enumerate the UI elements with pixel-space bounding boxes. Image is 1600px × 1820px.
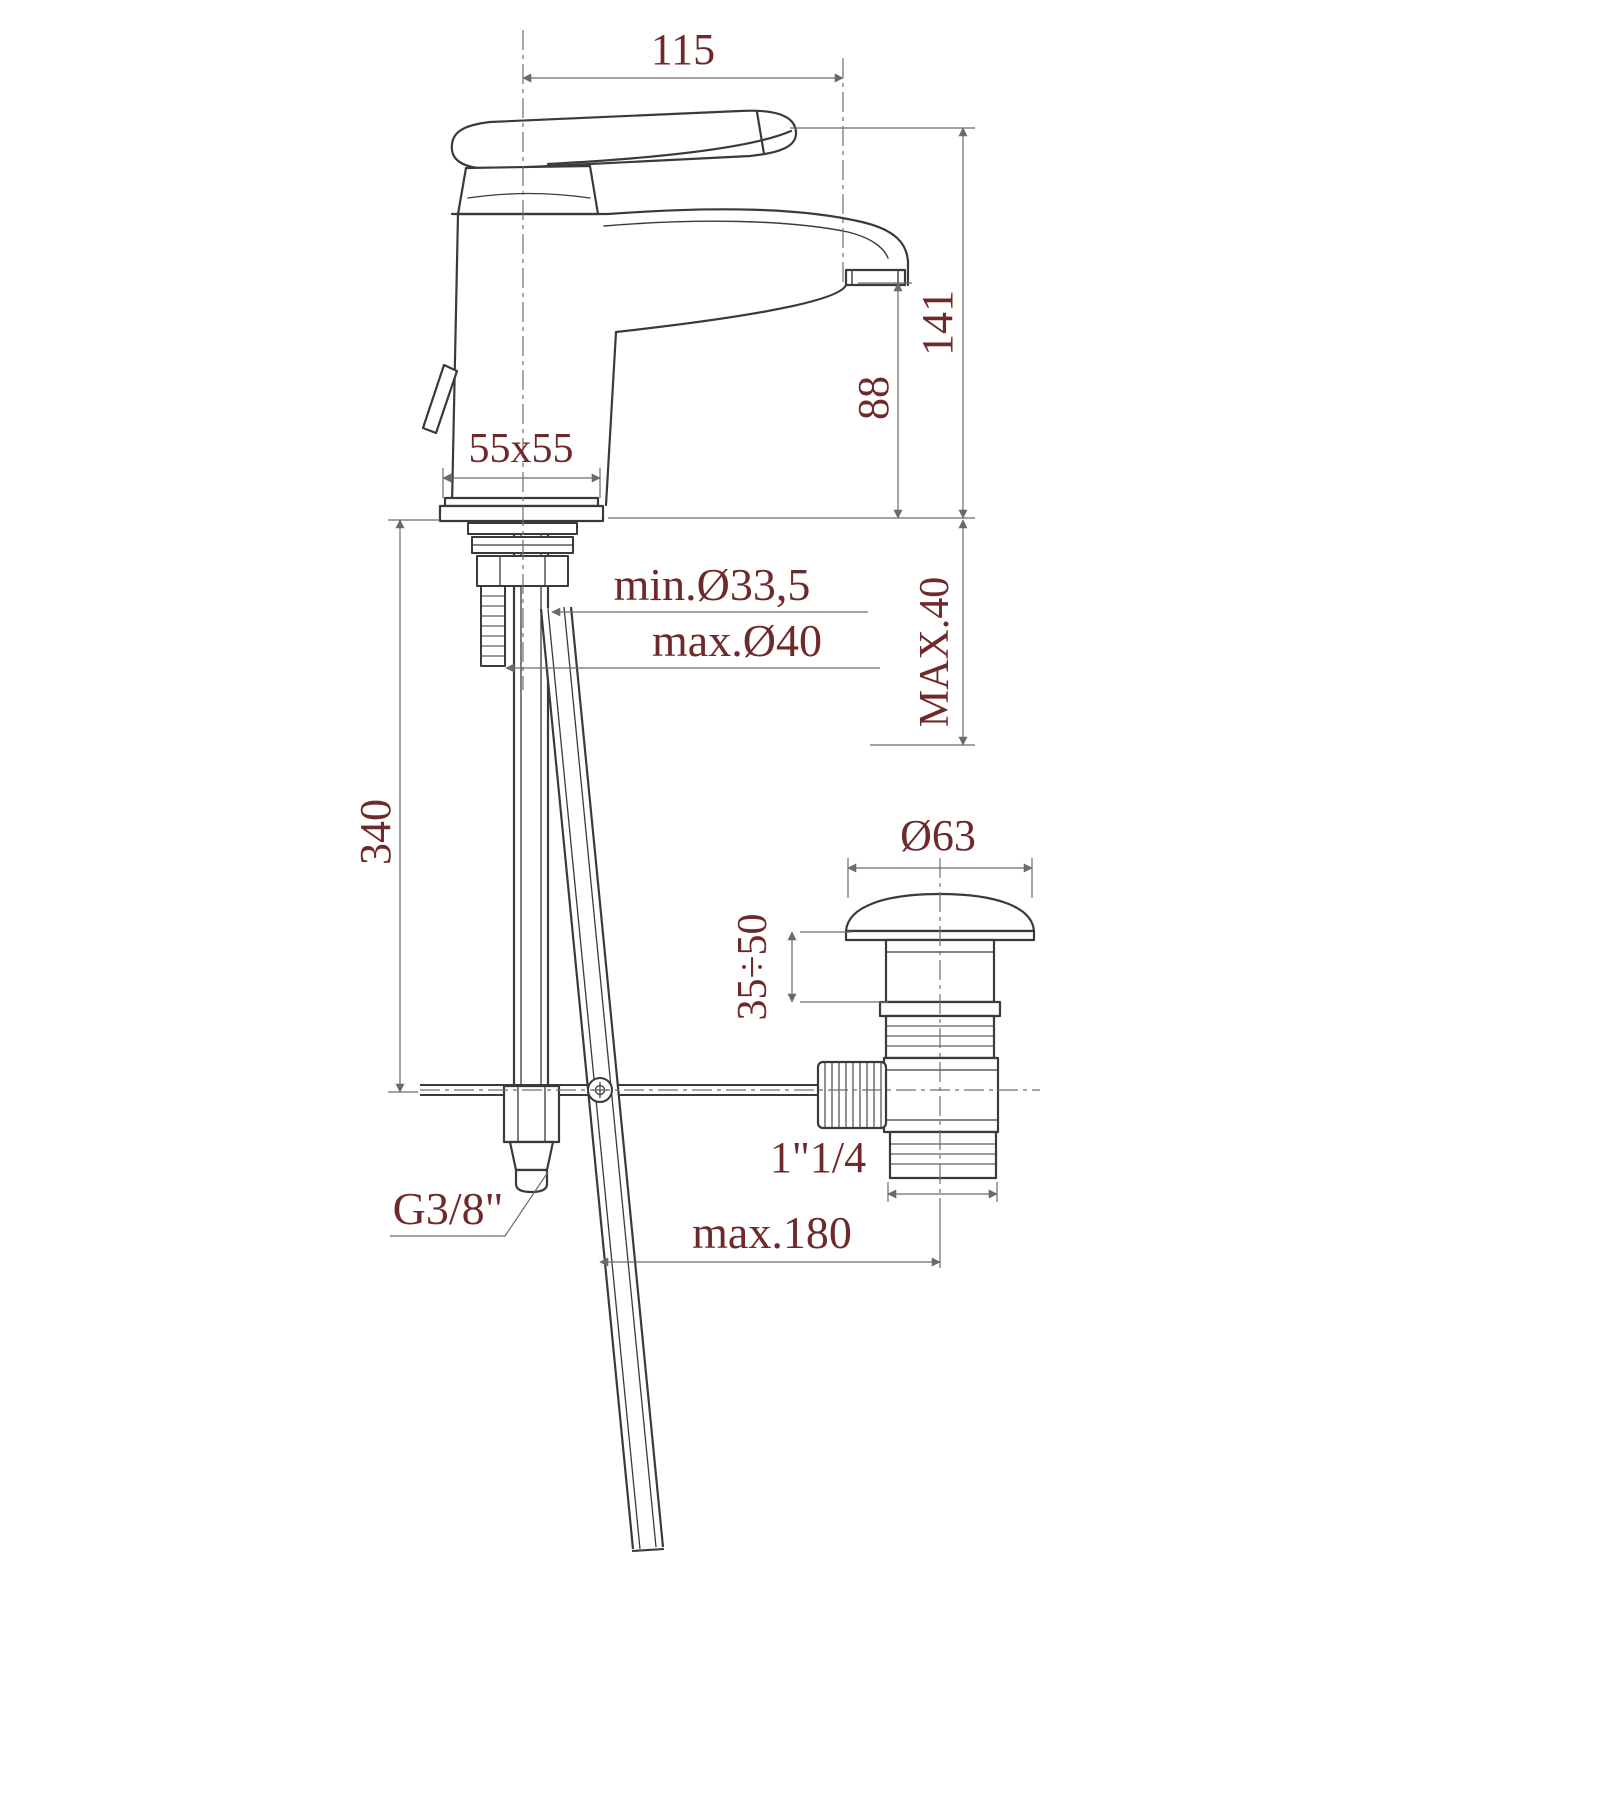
- dim-hole-min-label: min.Ø33,5: [614, 559, 811, 610]
- diagonal-hose-outer: [539, 606, 665, 1550]
- body-left-edge: [450, 212, 460, 507]
- ext-base-corners: [442, 468, 601, 498]
- rod-lines: [420, 1084, 830, 1096]
- stud-thread-lines: [481, 595, 505, 657]
- hose-connector-nut: [502, 1084, 561, 1194]
- pop-up-rod: [420, 1084, 830, 1096]
- dim-1-1-4-label: 1"1/4: [770, 1133, 866, 1182]
- knurl-lines: [824, 1063, 882, 1127]
- dim-d63-label: Ø63: [900, 811, 976, 860]
- faucet-handle: [450, 109, 798, 170]
- cartridge-ring-line: [467, 192, 591, 199]
- connector-facets: [517, 1086, 546, 1142]
- dim-141-label: 141: [913, 290, 962, 356]
- waste-tailpiece: [888, 1130, 998, 1180]
- diagonal-hose-end-cap: [631, 1548, 665, 1552]
- spout-under-edge: [614, 283, 848, 334]
- tailpiece-thread-lines: [890, 1143, 996, 1165]
- waste-main-body: [882, 1056, 1000, 1134]
- dimension-lines: [388, 73, 1033, 1268]
- faucet-body-fill: [452, 209, 908, 506]
- faucet: [421, 109, 910, 523]
- dim-max40-label: MAX.40: [912, 577, 958, 728]
- hose-outer-lines: [512, 522, 550, 1086]
- hose-inner-lines: [520, 522, 542, 1086]
- faucet-neck: [456, 164, 600, 216]
- leader-g38: [390, 1171, 549, 1237]
- waste-body-lines: [884, 1069, 998, 1121]
- supply-hose-straight: [512, 522, 550, 1086]
- dim-55x55-label: 55x55: [469, 426, 574, 472]
- dim-115-label: 115: [651, 25, 715, 74]
- handle-end-line: [755, 110, 766, 156]
- handle-under-line: [546, 129, 793, 166]
- ext-tailpiece: [887, 1182, 998, 1202]
- spout-inner-line: [603, 220, 889, 259]
- center-lines: [420, 30, 1040, 1205]
- dim-max180-label: max.180: [692, 1207, 852, 1258]
- connector-hex: [502, 1084, 561, 1144]
- aerator-outlet: [844, 268, 907, 287]
- rod-gland-knurled-nut: [816, 1060, 888, 1130]
- body-right-edge: [604, 330, 618, 507]
- base-plate: [438, 504, 605, 523]
- dim-hole-max-label: max.Ø40: [652, 615, 822, 666]
- connector-taper: [508, 1140, 555, 1172]
- ext-cap-travel: [800, 931, 888, 1003]
- dim-340-label: 340: [351, 799, 400, 865]
- drain-pull-knob: [421, 363, 459, 435]
- dim-35-50-label: 35÷50: [730, 913, 776, 1020]
- spout-top-edge: [606, 208, 910, 287]
- dim-g38-label: G3/8": [393, 1183, 504, 1234]
- dimension-labels: 115 141 88 55x55 min.Ø33,5 max.Ø40 MAX.4…: [351, 25, 976, 1258]
- connector-tip: [514, 1168, 549, 1194]
- dim-88-label: 88: [849, 376, 898, 420]
- base-lip: [443, 496, 600, 508]
